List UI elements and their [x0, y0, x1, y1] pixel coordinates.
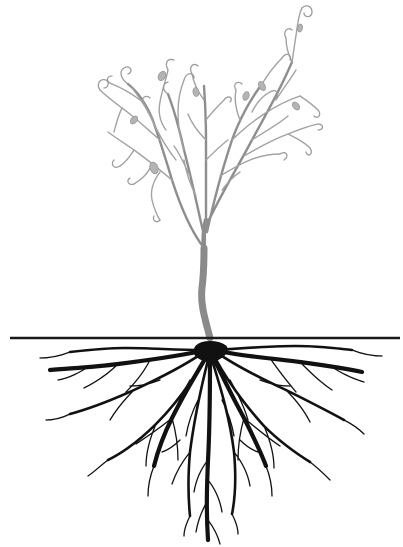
twig — [288, 134, 310, 148]
twig — [188, 114, 206, 140]
root-hair — [232, 514, 238, 534]
root-main — [154, 354, 208, 466]
canopy — [98, 6, 322, 338]
leaf — [129, 115, 139, 126]
curl — [318, 124, 323, 130]
curl — [306, 148, 311, 155]
roots — [40, 342, 382, 545]
root-hair — [352, 350, 382, 356]
root — [216, 352, 344, 420]
curl — [128, 178, 134, 184]
curl — [302, 6, 312, 17]
trunk — [202, 248, 210, 338]
curl — [166, 59, 174, 70]
leaf — [192, 87, 199, 97]
root-hair — [40, 352, 70, 358]
twig — [292, 8, 302, 62]
root-hair — [310, 462, 330, 480]
root — [70, 348, 202, 352]
twig — [235, 90, 240, 120]
twig — [120, 150, 134, 166]
leaf — [242, 91, 251, 102]
twig — [114, 108, 122, 132]
branch-left-main — [128, 84, 204, 248]
twig — [134, 168, 150, 184]
root-hair — [172, 418, 178, 460]
root-hair — [266, 466, 272, 496]
curl — [121, 67, 131, 84]
curl — [224, 97, 231, 102]
root-main — [214, 350, 362, 372]
root-hair — [238, 418, 244, 460]
twig — [151, 172, 160, 220]
root-main — [207, 356, 210, 540]
twig — [300, 96, 318, 110]
root-hair — [344, 420, 364, 434]
root-hair — [148, 466, 154, 496]
curl — [235, 82, 242, 90]
root-hair — [88, 460, 108, 476]
leaf — [148, 161, 160, 175]
curl — [112, 160, 120, 167]
twig — [220, 154, 280, 176]
twig — [206, 140, 228, 160]
twig — [222, 172, 240, 190]
curl — [98, 80, 108, 90]
twig — [144, 104, 176, 160]
branch-right-main — [206, 62, 292, 226]
twig — [206, 100, 224, 120]
curl — [314, 110, 320, 117]
root — [214, 356, 310, 462]
root-hair — [184, 516, 190, 536]
branch-center — [204, 86, 206, 232]
root-main — [50, 350, 206, 370]
leaf — [291, 101, 301, 112]
twig — [286, 38, 292, 62]
twig — [262, 58, 282, 84]
root-hair — [46, 414, 70, 420]
curl — [285, 29, 292, 38]
curl — [280, 153, 287, 160]
root-hair — [208, 480, 222, 512]
twig — [178, 80, 184, 150]
curl — [164, 82, 169, 94]
twig — [244, 124, 318, 156]
root — [218, 346, 352, 350]
curl — [191, 64, 198, 74]
